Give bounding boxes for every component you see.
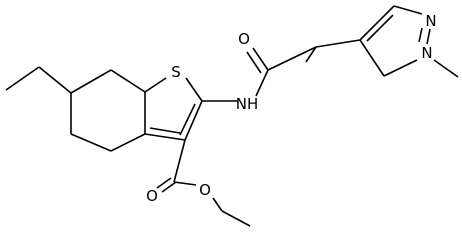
bonds — [5, 5, 459, 227]
bond-c2-c3-double — [179, 103, 196, 136]
bond-c3a-c4 — [110, 133, 146, 152]
bond-ethyl-ch2-ring — [38, 66, 72, 94]
bond-c3-c3a — [144, 133, 186, 141]
bond-nh-carbonyl — [255, 69, 269, 97]
bond-ester-ch2-ch3 — [221, 210, 251, 227]
pyrazole-n1-label: N — [421, 44, 432, 62]
bond-carbonyl-vinyl — [267, 46, 317, 71]
bond-c7a-s — [144, 77, 167, 93]
bond-c2-c3 — [184, 100, 203, 141]
bond-pz-c4-c3-double — [366, 14, 394, 42]
bond-ester-c-o-single — [173, 181, 197, 186]
bond-c3-ester-c — [173, 139, 186, 183]
bond-s-c2 — [185, 77, 203, 102]
bond-carbonyl-o-double-2 — [246, 51, 262, 74]
bond-vinyl-pyrazole — [315, 39, 361, 48]
bond-pz-n2-n1-double — [418, 27, 423, 43]
bond-ester-c-o-double-2 — [156, 177, 172, 189]
atom-labels: S NH O O O N N — [146, 12, 437, 205]
ester-ether-oxygen-label: O — [199, 181, 211, 199]
bond-ester-o-ch2 — [212, 197, 223, 212]
bond-pz-n1-c5 — [383, 59, 418, 77]
bond-pz-c4-c3 — [359, 5, 395, 41]
bond-c7-c7a — [110, 69, 146, 93]
bond-c6-c7 — [70, 69, 112, 94]
amide-oxygen-label: O — [238, 30, 250, 48]
bond-pz-n1-methyl — [433, 59, 459, 78]
sulfur-atom-label: S — [171, 63, 181, 81]
bond-pz-c3-n2 — [393, 5, 423, 15]
bond-c4-c5 — [70, 133, 112, 152]
ester-carbonyl-oxygen-label: O — [146, 187, 158, 205]
pyrazole-n2-label: N — [425, 12, 436, 30]
bond-pz-n2-n1 — [426, 28, 431, 45]
bond-ester-c-o-double-1 — [161, 181, 177, 193]
bond-pz-c5-c4 — [359, 39, 385, 77]
bond-ethyl-ch3-ch2 — [5, 66, 40, 91]
bond-vinyl-double — [305, 46, 317, 63]
amide-nh-label: NH — [236, 95, 259, 113]
bond-c3-c3a-double — [149, 127, 181, 134]
bond-carbonyl-o-double-1 — [252, 47, 269, 71]
